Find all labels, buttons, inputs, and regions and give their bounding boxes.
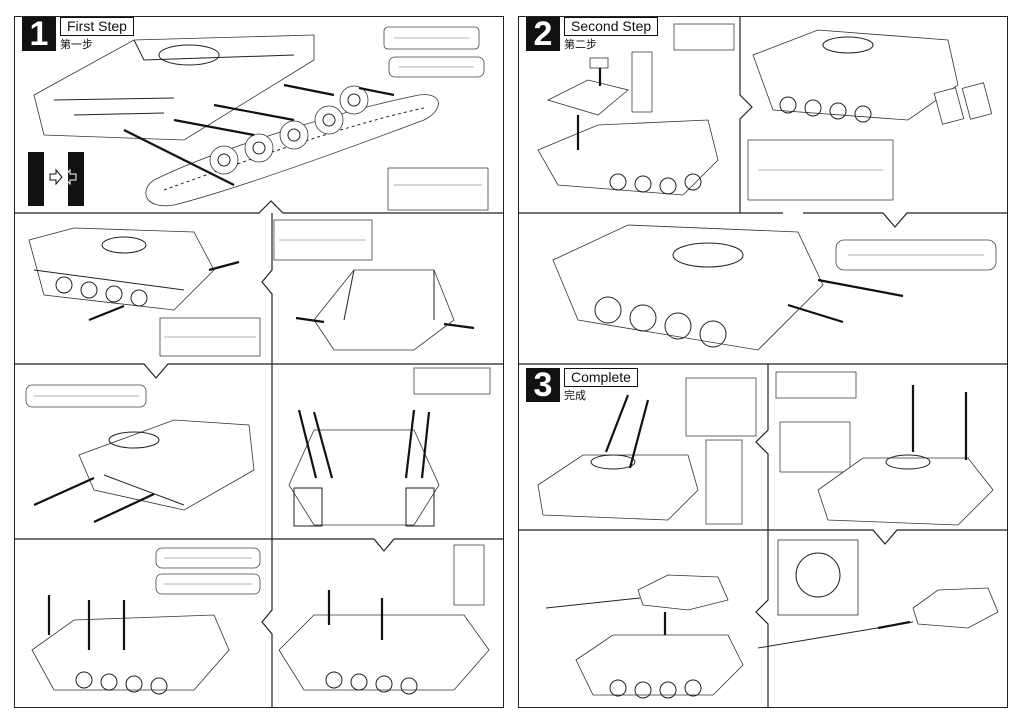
arrow-icon	[33, 476, 155, 523]
sprue-sheet-icon	[159, 219, 373, 357]
sprue-sheet-icon	[155, 544, 485, 606]
step-1-header: 1 First Step 第一步	[22, 17, 134, 55]
tank-hull-icon	[78, 419, 255, 511]
tank-hull-icon	[33, 34, 315, 141]
tank-hull-icon	[31, 614, 230, 695]
sprue-sheet-icon	[747, 139, 894, 201]
step-3-header: 3 Complete 完成	[526, 368, 638, 406]
section-divider	[261, 539, 273, 708]
section-divider	[755, 530, 769, 708]
step-2-header: 2 Second Step 第二步	[526, 17, 659, 55]
arrow-icon	[877, 620, 911, 630]
tank-hull-icon	[817, 454, 994, 526]
step-2-subtitle: 第二步	[564, 38, 597, 51]
arrow-icon	[123, 83, 395, 186]
track-direction-icon	[28, 152, 84, 206]
tank-hull-icon	[752, 29, 959, 123]
sprue-sheet-icon	[25, 367, 491, 408]
sprue-sheet-icon	[383, 26, 489, 211]
arrow-icon	[295, 316, 475, 330]
step-2-number: 2	[526, 17, 560, 51]
arrow-icon	[88, 260, 240, 322]
tank-hull-icon	[313, 269, 455, 351]
hull-plate-icon	[546, 57, 629, 116]
step-1-subtitle: 第一步	[60, 38, 93, 51]
arrow-icon	[327, 590, 384, 640]
arrow-icon	[47, 595, 126, 650]
turret-ring-icon	[777, 539, 859, 616]
step-1-title: First Step	[60, 17, 134, 36]
sprue-sheet-icon	[685, 371, 857, 525]
tank-hull-icon	[28, 227, 215, 311]
step-3-number: 3	[526, 368, 560, 402]
step-1-number: 1	[22, 17, 56, 51]
tank-hull-icon	[537, 454, 699, 521]
road-wheel-icon	[209, 85, 369, 175]
section-divider	[518, 212, 1008, 228]
section-divider	[14, 200, 504, 214]
arrow-icon	[787, 278, 904, 324]
section-divider	[755, 364, 769, 530]
section-divider	[739, 16, 753, 213]
sprue-sheet-icon	[631, 23, 735, 113]
arrow-icon	[576, 68, 602, 150]
right-illustrations	[518, 16, 1008, 708]
arrow-icon	[604, 394, 650, 469]
step-3-title: Complete	[564, 368, 638, 387]
tank-hull-icon	[537, 119, 719, 196]
tank-hull-icon	[278, 614, 490, 695]
instruction-page-right: 2 Second Step 第二步 3 Complete 完成	[518, 0, 1010, 726]
turret-icon	[912, 587, 999, 629]
tank-hull-icon	[288, 429, 440, 527]
step-2-title: Second Step	[564, 17, 659, 36]
mudflap-icon	[933, 82, 993, 125]
section-divider	[261, 213, 273, 364]
tank-hull-icon	[575, 634, 744, 699]
step-3-subtitle: 完成	[564, 389, 586, 402]
section-divider	[14, 363, 504, 379]
arrow-icon	[297, 409, 431, 479]
section-divider	[518, 529, 1008, 545]
arrow-icon	[911, 385, 968, 460]
turret-icon	[545, 574, 729, 611]
instruction-page-left: 1 First Step 第一步	[14, 0, 506, 726]
sprue-sheet-icon	[835, 239, 997, 271]
section-divider	[14, 538, 504, 552]
left-illustrations	[14, 26, 504, 708]
tank-hull-icon	[552, 224, 824, 351]
